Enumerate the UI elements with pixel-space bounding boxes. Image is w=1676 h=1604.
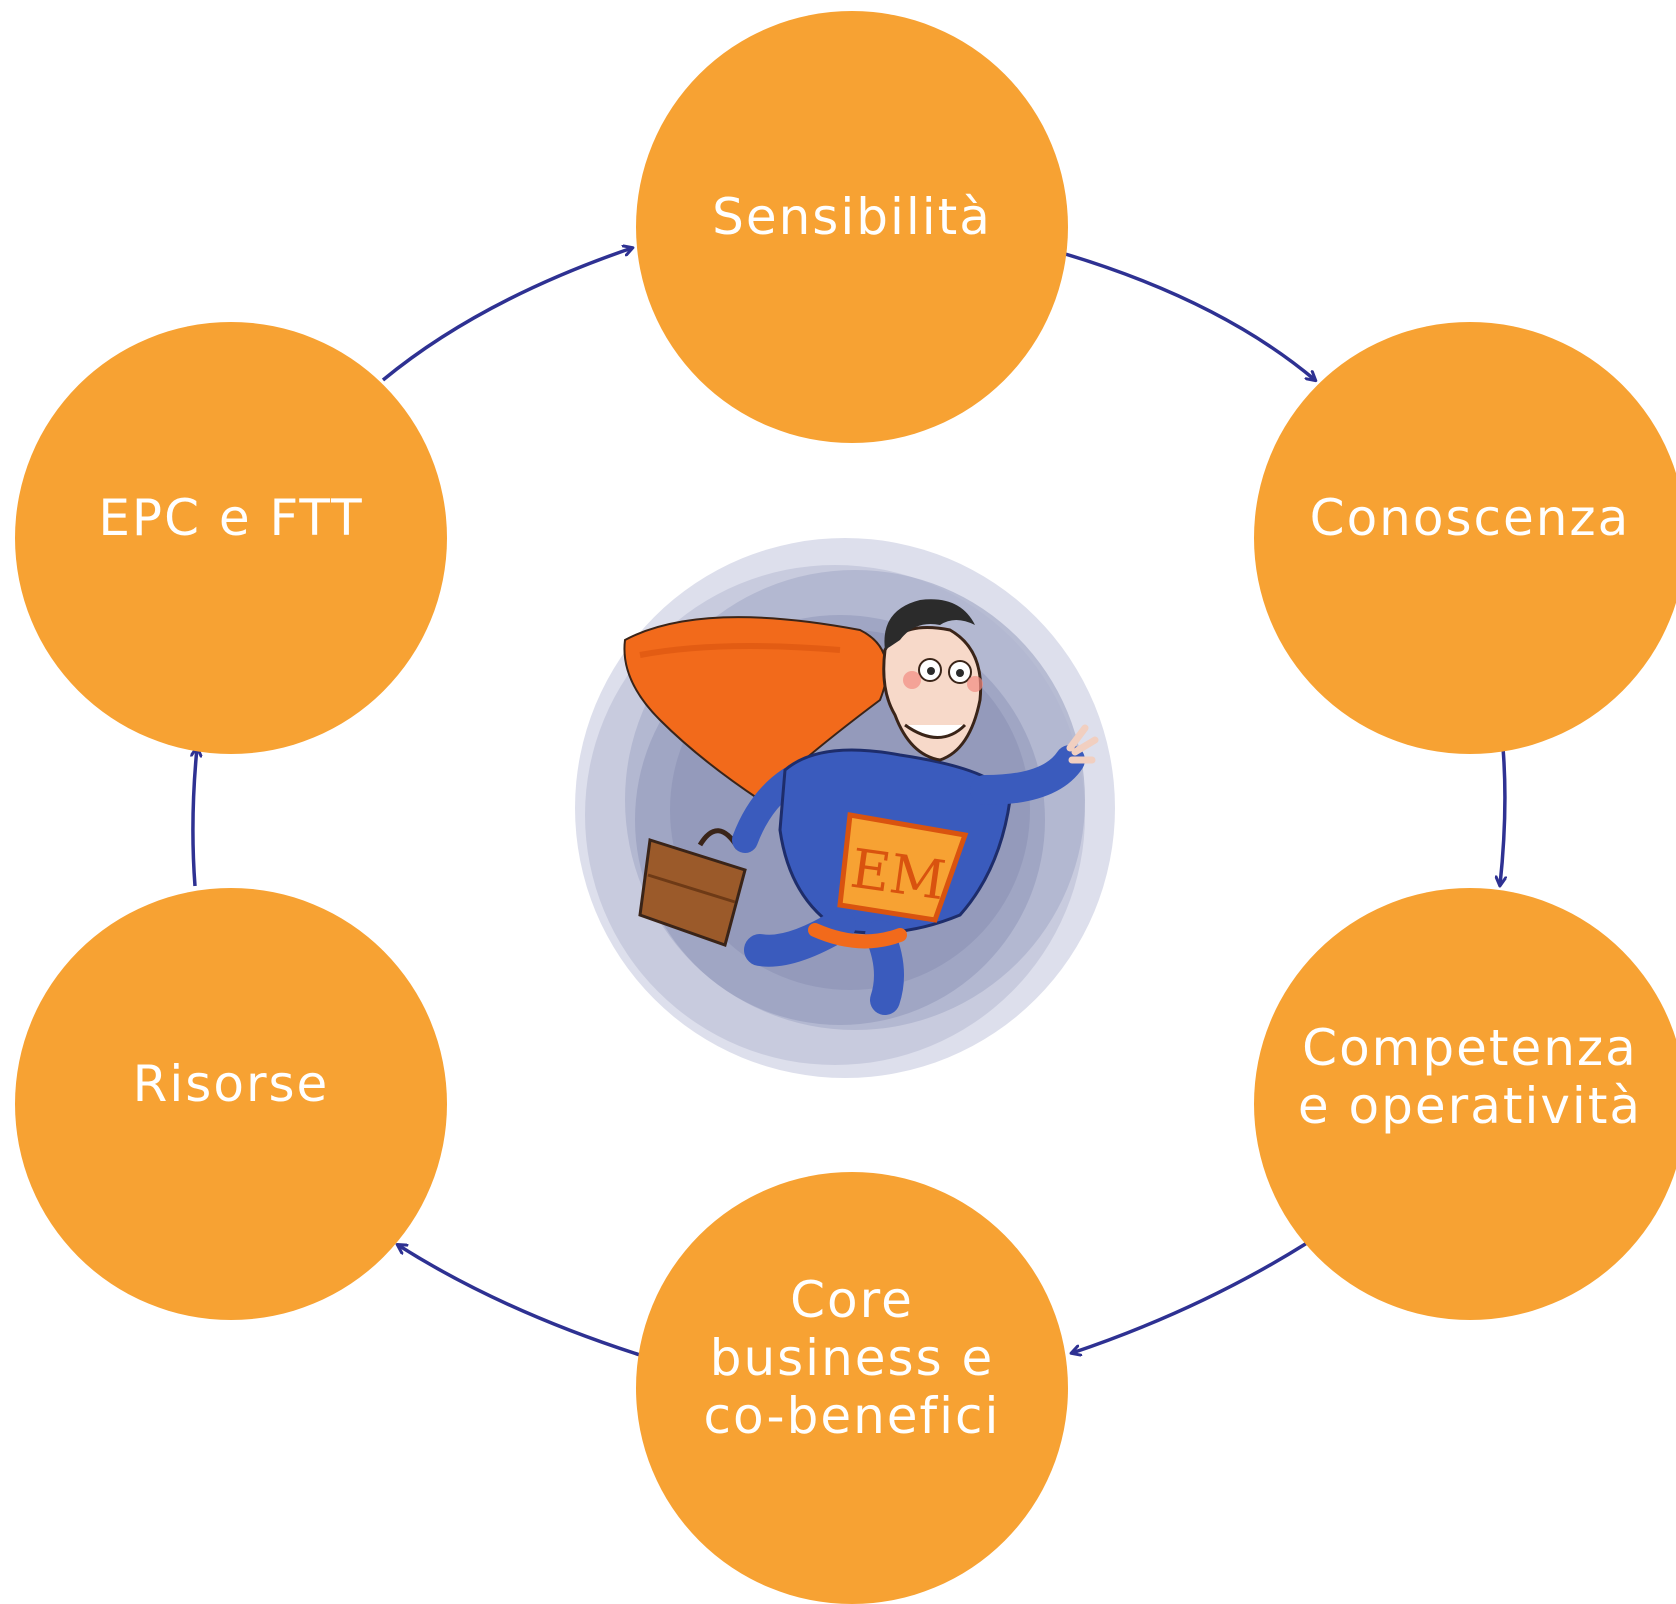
node-label-epc-ftt: EPC e FTT	[98, 489, 364, 547]
node-competenza: Competenza e operatività	[1254, 888, 1676, 1320]
node-label-core-business: Core business e co-benefici	[703, 1271, 1001, 1445]
node-epc-ftt: EPC e FTT	[15, 322, 447, 754]
node-conoscenza: Conoscenza	[1254, 322, 1676, 754]
arrow-epc-to-sensibilita	[381, 248, 632, 382]
node-label-sensibilita: Sensibilità	[712, 188, 992, 246]
node-core-business: Core business e co-benefici	[636, 1172, 1068, 1604]
node-label-risorse: Risorse	[132, 1055, 330, 1113]
node-sensibilita: Sensibilità	[636, 11, 1068, 443]
node-label-conoscenza: Conoscenza	[1309, 489, 1631, 547]
arrow-competenza-to-core	[1072, 1241, 1308, 1353]
node-risorse: Risorse	[15, 888, 447, 1320]
arrow-risorse-to-epc	[193, 748, 197, 887]
arrow-core-to-risorse	[398, 1245, 641, 1357]
arrow-conoscenza-to-competenza	[1500, 747, 1505, 885]
node-label-competenza: Competenza e operatività	[1297, 1018, 1643, 1135]
arrow-sensibilita-to-conoscenza	[1061, 251, 1315, 380]
